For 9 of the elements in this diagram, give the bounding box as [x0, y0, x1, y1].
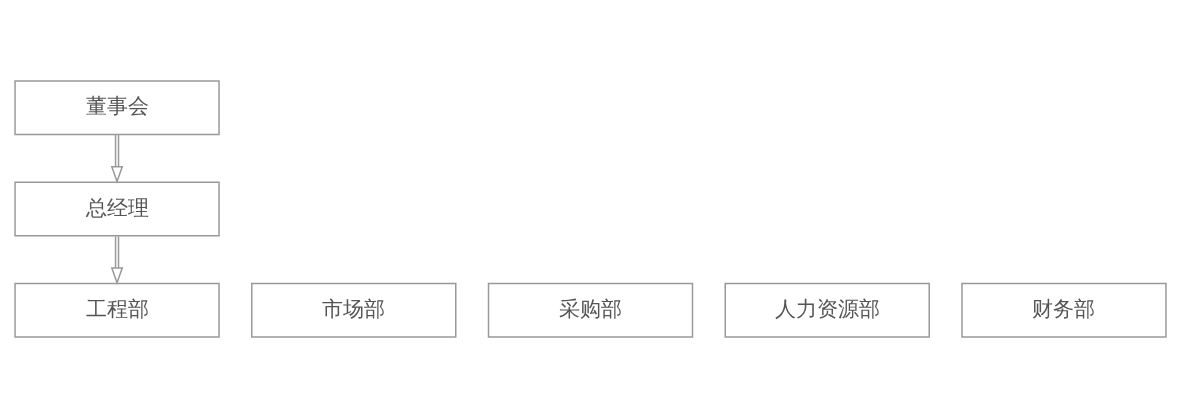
- node-box: 董事会: [14, 80, 220, 136]
- node-box: 工程部: [14, 282, 220, 338]
- node-box: 市场部: [251, 282, 457, 338]
- node-box: 采购部: [487, 282, 694, 338]
- node-box: 财务部: [961, 282, 1167, 338]
- arrow: [110, 134, 124, 184]
- node-box: 总经理: [14, 181, 220, 237]
- arrow: [110, 235, 124, 286]
- node-box: 人力资源部: [724, 282, 930, 338]
